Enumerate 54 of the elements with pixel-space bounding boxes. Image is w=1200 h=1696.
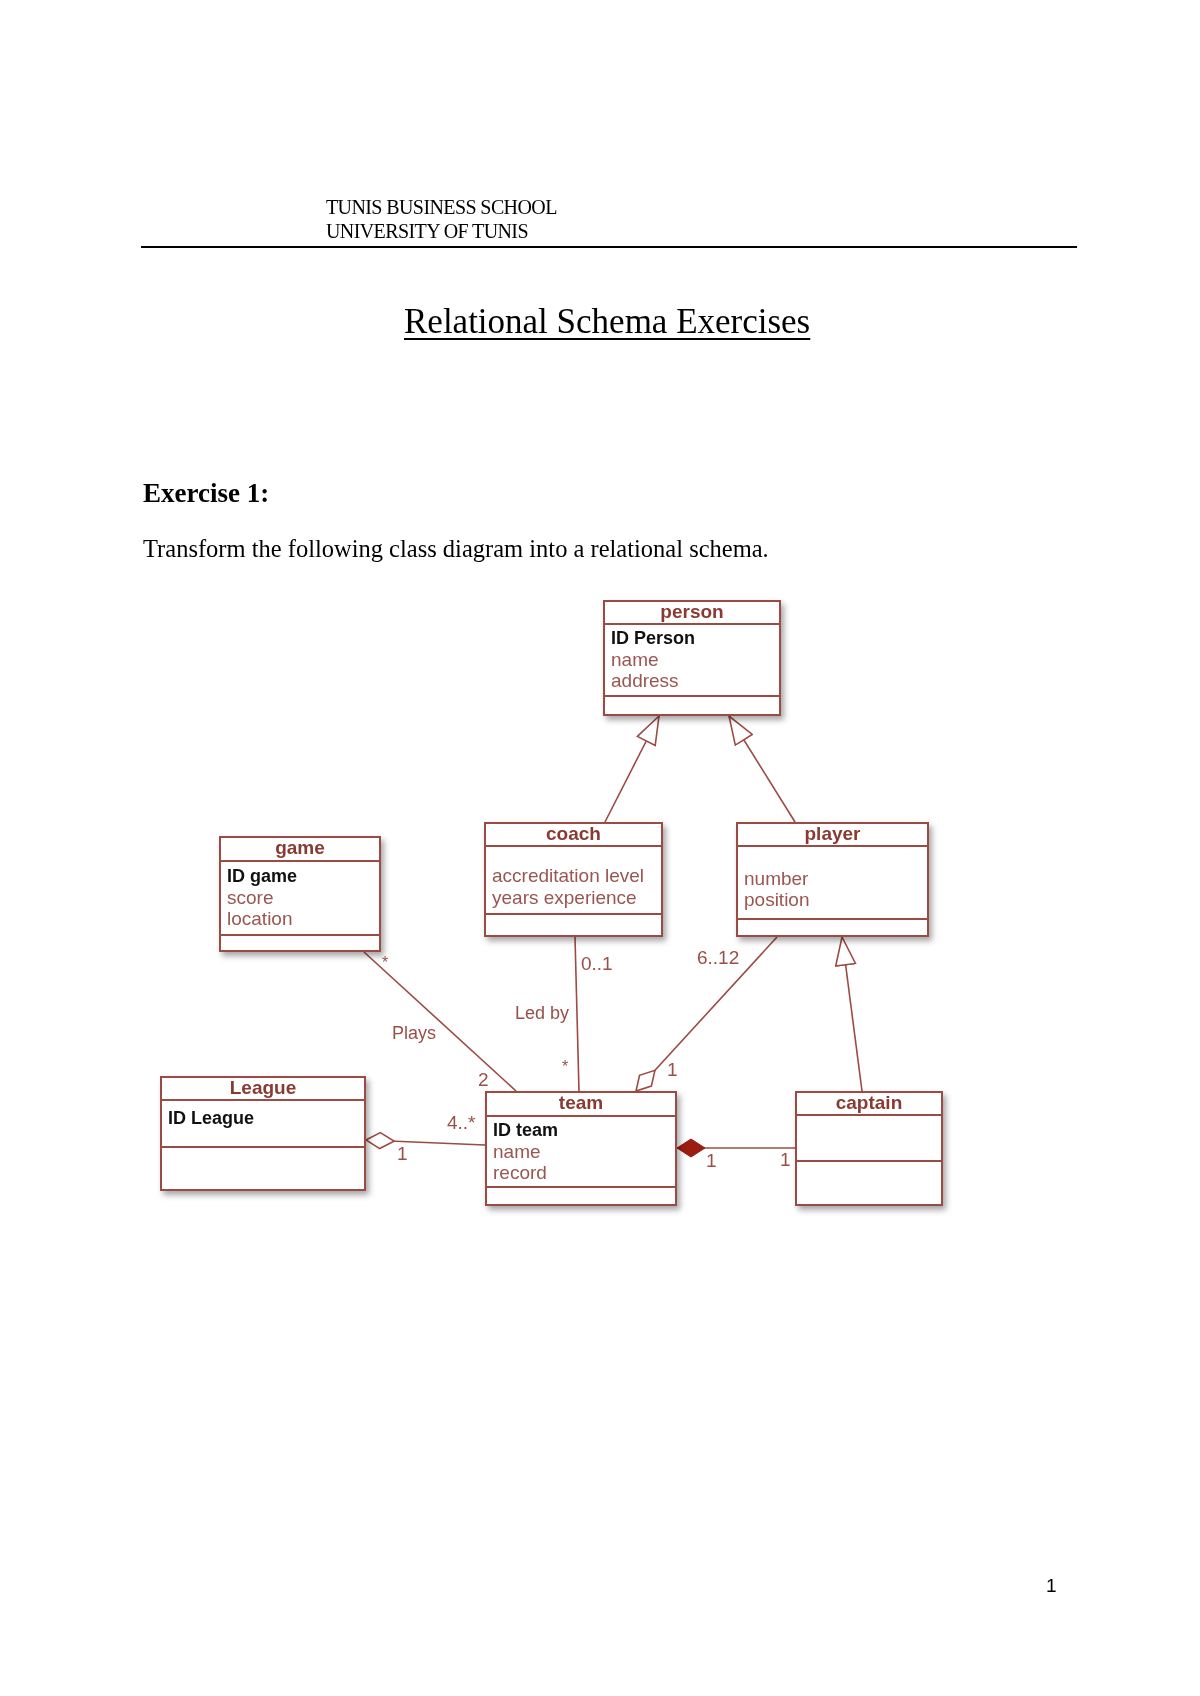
class-box (485, 1091, 677, 1206)
association-line (574, 936, 580, 1092)
class-name: game (221, 838, 379, 862)
composition-line (676, 1138, 796, 1158)
aggregation-line (365, 1131, 486, 1150)
attribute-text: position (744, 889, 810, 910)
attribute-text: record (493, 1162, 547, 1183)
key-attribute: ID game (227, 866, 298, 887)
class-name: person (605, 602, 779, 625)
attribute-text: years experience (492, 887, 637, 909)
edge-label: Led by (515, 1004, 570, 1022)
key-attribute: ID Person (611, 628, 696, 649)
class-box (736, 822, 929, 937)
attribute-text: location (227, 908, 293, 929)
page-number: 1 (1046, 1576, 1057, 1595)
association-line (363, 951, 517, 1092)
school-name: TUNIS BUSINESS SCHOOL (326, 197, 557, 217)
page-title: Relational Schema Exercises (404, 304, 811, 339)
class-box (160, 1076, 366, 1191)
multiplicity-label: * (562, 1059, 569, 1075)
inheritance-arrow (604, 715, 660, 823)
multiplicity-label: 4..* (447, 1113, 476, 1132)
class-box (484, 822, 663, 937)
multiplicity-label: * (382, 955, 389, 971)
multiplicity-label: 1 (706, 1151, 717, 1170)
multiplicity-label: 1 (397, 1144, 408, 1163)
multiplicity-label: 1 (780, 1150, 791, 1169)
class-box (795, 1091, 943, 1206)
inheritance-arrow (834, 936, 863, 1092)
class-name: League (162, 1078, 364, 1101)
class-box (219, 836, 381, 952)
multiplicity-label: 6..12 (697, 948, 740, 967)
attribute-text: name (611, 649, 659, 670)
inheritance-arrow (728, 715, 796, 823)
edge-label: Plays (392, 1024, 436, 1042)
multiplicity-label: 0..1 (581, 954, 613, 973)
attribute-text: accreditation level (492, 865, 645, 887)
instruction-text: Transform the following class diagram into a relational schema. (143, 537, 769, 562)
multiplicity-label: 1 (667, 1060, 678, 1079)
exercise-heading: Exercise 1: (143, 480, 270, 507)
attribute-text: name (493, 1141, 541, 1162)
class-name: team (487, 1093, 675, 1117)
attribute-text: address (611, 670, 679, 691)
aggregation-line (635, 936, 778, 1092)
key-attribute: ID team (493, 1120, 559, 1141)
key-attribute: ID League (168, 1108, 255, 1129)
class-name: coach (486, 824, 661, 847)
attribute-text: score (227, 887, 274, 908)
multiplicity-label: 2 (478, 1070, 489, 1089)
class-name: player (738, 824, 927, 847)
class-name: captain (797, 1093, 941, 1116)
school-name: UNIVERSITY OF TUNIS (326, 221, 528, 241)
attribute-text: number (744, 868, 809, 889)
class-box (603, 600, 781, 716)
